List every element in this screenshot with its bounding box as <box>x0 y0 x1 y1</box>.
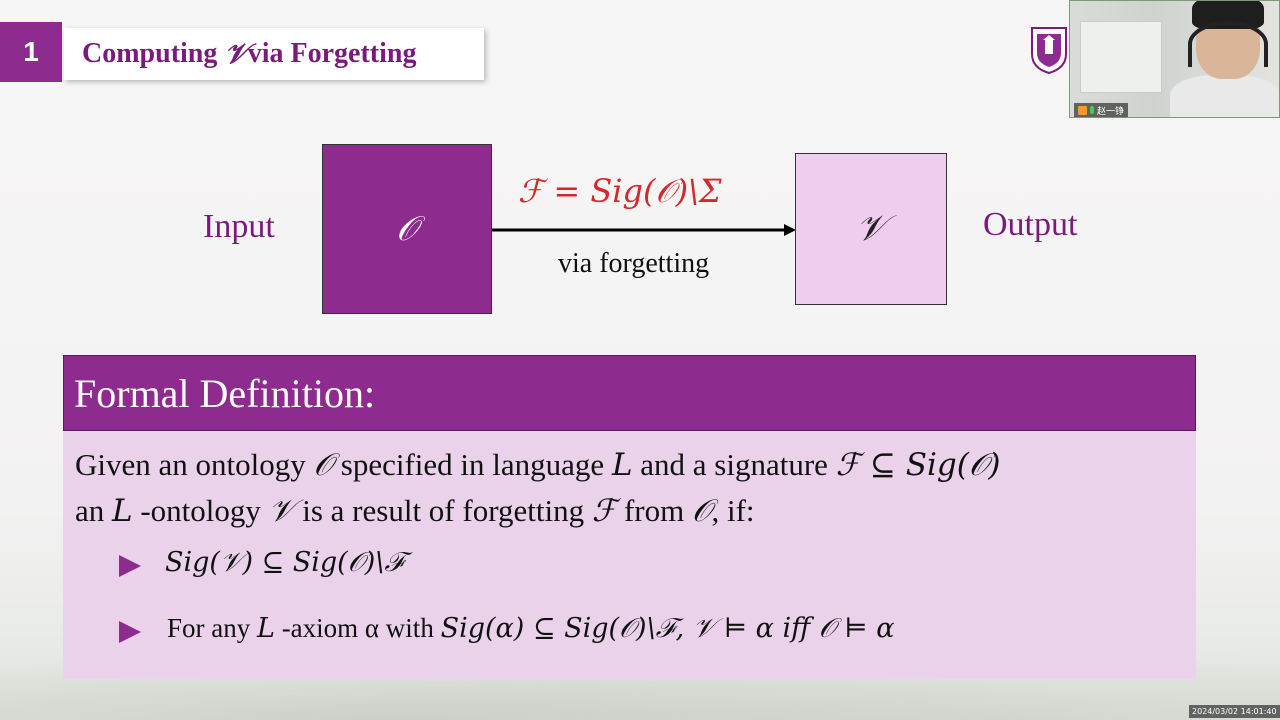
user-icon <box>1078 105 1087 115</box>
definition-line-1: Given an ontology 𝒪 specified in languag… <box>75 447 1000 484</box>
math: L <box>112 493 133 529</box>
text: from <box>616 493 692 528</box>
math: 𝒪 <box>313 447 334 483</box>
text: , if: <box>711 493 755 528</box>
math: ℱ <box>591 493 617 529</box>
webcam-video-feed[interactable]: 赵一铮 <box>1069 0 1280 118</box>
title-rest: via Forgetting <box>247 38 417 69</box>
math: L <box>611 447 633 483</box>
definition-header: Formal Definition: <box>63 355 1196 431</box>
text: Given an ontology <box>75 447 314 482</box>
output-ontology-box: 𝒱 <box>795 153 947 305</box>
definition-body: Given an ontology 𝒪 specified in languag… <box>63 431 1196 679</box>
text: -axiom α with <box>274 613 441 643</box>
text: specified in language <box>333 447 612 482</box>
math: L <box>257 613 275 644</box>
whiteboard-background <box>1080 21 1162 93</box>
bullet-1-text: Sig(𝒱) ⊆ Sig(𝒪)\ℱ <box>165 547 405 578</box>
input-label: Input <box>203 208 275 245</box>
text: an <box>75 493 113 528</box>
slide-number-badge: 1 <box>0 22 62 82</box>
forgetting-arrow <box>492 224 796 236</box>
forgetting-formula: ℱ = Sig(𝒪)\Σ <box>518 172 722 210</box>
headset <box>1188 21 1268 67</box>
arrow-caption: via forgetting <box>558 248 710 279</box>
math: ℱ ⊆ Sig(𝒪) <box>835 447 1001 483</box>
math: 𝒱 <box>268 493 295 529</box>
participant-name-tag: 赵一铮 <box>1074 103 1129 117</box>
bullet-triangle-icon <box>119 621 141 643</box>
math: 𝒪 <box>691 493 712 529</box>
output-box-symbol: 𝒱 <box>856 208 886 249</box>
text: -ontology <box>132 493 269 528</box>
input-box-symbol: 𝒪 <box>396 209 418 249</box>
presenter-body <box>1170 75 1279 117</box>
title-text: Computing <box>82 38 218 69</box>
university-logo <box>1031 27 1067 74</box>
bullet-2-text: For any L -axiom α with Sig(α) ⊆ Sig(𝒪)\… <box>167 613 894 645</box>
text: and a signature <box>632 447 836 482</box>
slide-title: Computing 𝒱 via Forgetting <box>64 28 484 80</box>
microphone-icon[interactable] <box>1090 106 1094 114</box>
text: For any <box>167 613 257 643</box>
participant-name: 赵一铮 <box>1097 106 1125 117</box>
recording-timestamp: 2024/03/02 14:01:40 <box>1189 705 1280 718</box>
math: Sig(α) ⊆ Sig(𝒪)\ℱ, 𝒱 ⊨ α iff 𝒪 ⊨ α <box>440 613 895 644</box>
bullet-triangle-icon <box>119 555 141 577</box>
output-label: Output <box>983 206 1078 243</box>
title-math-v: 𝒱 <box>224 37 248 70</box>
definition-line-2: an L -ontology 𝒱 is a result of forgetti… <box>75 493 755 530</box>
text: is a result of forgetting <box>294 493 592 528</box>
input-ontology-box: 𝒪 <box>322 144 492 314</box>
